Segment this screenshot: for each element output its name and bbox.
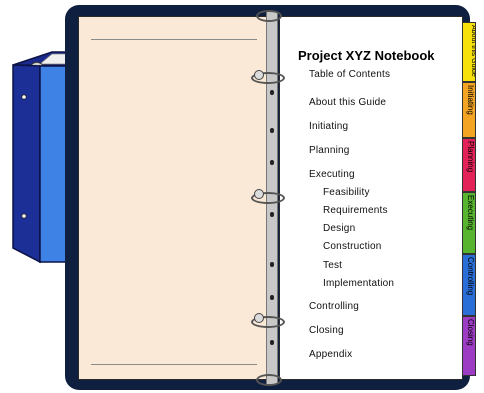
toc-link-controlling[interactable]: Controlling xyxy=(309,301,360,312)
ring-latch-icon xyxy=(254,189,264,199)
tab-controlling[interactable]: Controlling xyxy=(462,254,476,316)
tab-executing[interactable]: Executing xyxy=(462,192,476,254)
left-page-top-rule xyxy=(91,39,257,40)
toc-link-implementation[interactable]: Implementation xyxy=(323,278,395,289)
tab-label: About this Guide xyxy=(470,25,476,77)
ring-latch-icon xyxy=(254,70,264,80)
tab-label: Planning xyxy=(466,141,475,173)
toc-link-appendix[interactable]: Appendix xyxy=(309,349,353,360)
toc-link-planning[interactable]: Planning xyxy=(309,145,350,156)
tab-label: Executing xyxy=(466,195,475,231)
tab-label: Closing xyxy=(466,319,475,346)
toc-link-closing[interactable]: Closing xyxy=(309,325,344,336)
toc-link-about-this-guide[interactable]: About this Guide xyxy=(309,97,387,108)
toc-link-design[interactable]: Design xyxy=(323,223,356,234)
spine-hole xyxy=(270,212,274,217)
tab-initiating[interactable]: Initiating xyxy=(462,82,476,138)
spine-hole xyxy=(270,262,274,267)
tab-planning[interactable]: Planning xyxy=(462,138,476,192)
spine-hole xyxy=(270,160,274,165)
spine-hole xyxy=(270,128,274,133)
binder-ring-icon xyxy=(251,316,285,328)
spine-hole xyxy=(270,340,274,345)
right-page xyxy=(279,16,463,380)
toc-link-test[interactable]: Test xyxy=(323,260,343,271)
spine-hole xyxy=(270,295,274,300)
spine-hole xyxy=(270,90,274,95)
notebook-title: Project XYZ Notebook xyxy=(298,48,435,63)
toc-link-requirements[interactable]: Requirements xyxy=(323,205,388,216)
tab-closing[interactable]: Closing xyxy=(462,316,476,376)
tab-label: Initiating xyxy=(466,85,475,115)
tab-label: Controlling xyxy=(466,257,475,296)
tab-about-this-guide[interactable]: About this Guide xyxy=(462,22,476,82)
binder-ring-icon xyxy=(256,10,282,22)
toc-link-construction[interactable]: Construction xyxy=(323,241,382,252)
binder-ring-icon xyxy=(251,72,285,84)
toc-link-executing[interactable]: Executing xyxy=(309,169,355,180)
toc-link-feasibility[interactable]: Feasibility xyxy=(323,187,370,198)
toc-link-table-of-contents[interactable]: Table of Contents xyxy=(309,69,391,80)
binder-ring-icon xyxy=(251,192,285,204)
ring-latch-icon xyxy=(254,313,264,323)
toc-link-initiating[interactable]: Initiating xyxy=(309,121,349,132)
left-page xyxy=(78,16,270,380)
left-page-bottom-rule xyxy=(91,364,257,365)
binder-ring-icon xyxy=(256,374,282,386)
